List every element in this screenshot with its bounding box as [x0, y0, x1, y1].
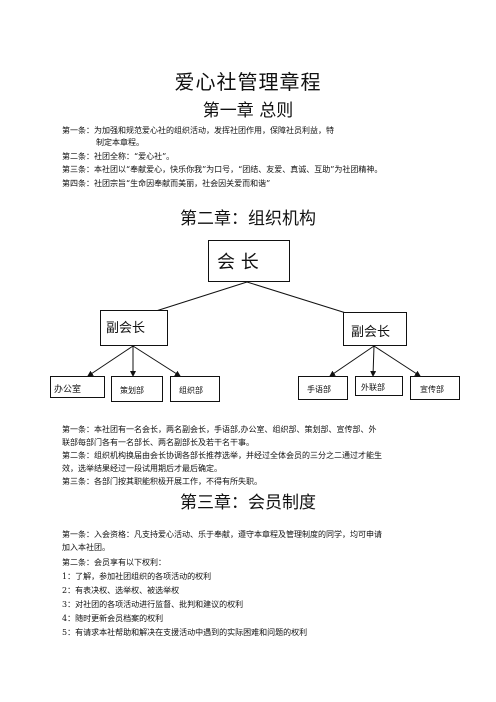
chapter-3-line: 5：有请求本社帮助和解决在支援活动中遇到的实际困难和问题的权利: [62, 628, 308, 637]
chapter-3-line: 第一条：入会资格：凡支持爱心活动、乐于奉献，遵守本章程及管理制度的同学，均可申请: [62, 530, 382, 539]
chapter-1-heading: 第一章 总则: [202, 101, 294, 121]
org-box-department: 手语部: [298, 376, 348, 400]
org-label-department: 外联部: [361, 383, 385, 392]
chapter-3-line: 2：有表决权、选举权、被选举权: [62, 586, 180, 595]
org-label-department: 组织部: [179, 386, 203, 395]
org-box-vice-president-left: 副会长: [100, 310, 168, 346]
chapter-3-line: 加入本社团。: [62, 543, 110, 552]
chapter-1-line: 制定本章程。: [96, 138, 144, 147]
chapter-3-line: 3：对社团的各项活动进行监督、批判和建议的权利: [62, 600, 244, 609]
chapter-2-line: 效，选举结果经过一段试用期后才最后确定。: [62, 464, 222, 473]
org-box-department: 组织部: [170, 376, 220, 402]
chapter-1-line: 第一条：为加强和规范爱心社的组织活动，发挥社团作用，保障社员利益，特: [62, 126, 334, 135]
chapter-1-line: 第二条：社团全称：“爱心社”。: [62, 152, 175, 161]
org-label-department: 办公室: [54, 385, 82, 395]
org-box-department: 外联部: [355, 376, 403, 396]
chapter-3-heading: 第三章：会员制度: [180, 493, 316, 513]
chapter-3-line: 4：随时更新会员档案的权利: [62, 614, 164, 623]
chapter-2-line: 联部每部门各有一名部长、两名副部长及若干名干事。: [62, 438, 254, 447]
chapter-2-line: 第一条：本社团有一名会长，两名副会长，手语部,办公室、组织部、策划部、宣传部、外: [62, 425, 377, 434]
org-label-president: 会 长: [217, 252, 259, 273]
chapter-2-heading: 第二章：组织机构: [180, 209, 316, 229]
document-title: 爱心社管理章程: [174, 70, 322, 94]
chapter-2-line: 第三条：各部门按其职能积极开展工作，不得有所失职。: [62, 477, 262, 486]
chapter-3-line: 第二条：会员享有以下权利：: [62, 558, 166, 567]
org-label-department: 策划部: [120, 386, 144, 395]
org-label-vice-president-right: 副会长: [351, 325, 391, 340]
org-box-department: 办公室: [50, 376, 105, 398]
org-label-vice-president-left: 副会长: [106, 321, 146, 336]
chapter-1-line: 第四条：社团宗旨“生命因奉献而美丽，社会因关爱而和谐”: [62, 179, 271, 188]
chapter-1-line: 第三条：本社团以“奉献爱心，快乐你我”为口号，“团结、友爱、真诚、互助”为社团精…: [62, 165, 383, 174]
org-box-department: 策划部: [111, 376, 163, 402]
org-box-department: 宣传部: [410, 376, 460, 400]
org-box-president: 会 长: [208, 240, 290, 282]
chapter-2-line: 第二条：组织机构换届由会长协调各部长推荐选举，并经过全体会员的三分之二通过才能生: [62, 451, 382, 460]
org-box-vice-president-right: 副会长: [343, 312, 407, 346]
chapter-3-line: 1：了解，参加社团组织的各项活动的权利: [62, 572, 212, 581]
org-label-department: 宣传部: [420, 385, 444, 394]
org-label-department: 手语部: [307, 385, 331, 394]
